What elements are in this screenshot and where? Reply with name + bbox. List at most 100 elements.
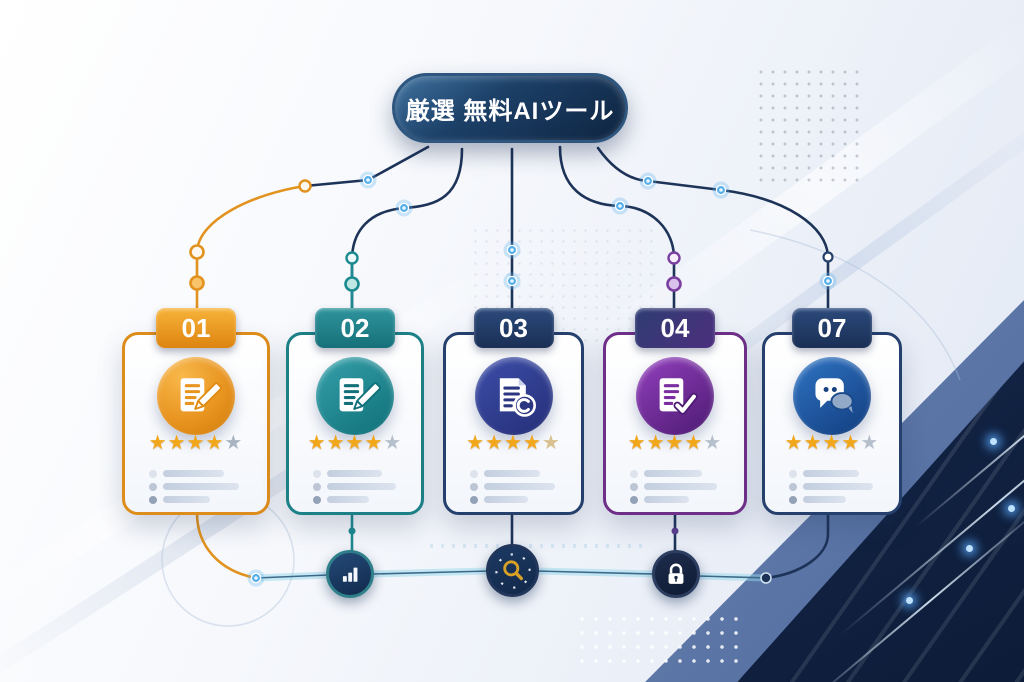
- bar-chart-icon: [326, 550, 374, 598]
- card-number: 02: [340, 312, 370, 343]
- card-number: 01: [181, 312, 211, 343]
- document-pencil-icon: [316, 357, 394, 435]
- glow-wire-core: [371, 570, 491, 575]
- glow-dot: [906, 597, 913, 604]
- star-icon: ★: [504, 432, 523, 454]
- feature-placeholder-lines: [149, 469, 247, 504]
- title-pill: 厳選 無料AIツール: [392, 73, 628, 143]
- card-number-badge: 04: [635, 308, 715, 348]
- star-rating: ★★★★★: [289, 433, 421, 454]
- feature-line: [789, 495, 879, 504]
- feature-line: [470, 495, 561, 504]
- star-icon: ★: [803, 432, 823, 454]
- feature-line: [630, 482, 724, 491]
- star-icon: ★: [364, 432, 384, 454]
- light-beam: [914, 333, 1024, 529]
- tool-card-2: 02 ★★★★★: [286, 308, 424, 515]
- wire-card1-top: [303, 145, 430, 188]
- chat-bubbles-icon: [793, 357, 871, 435]
- white-dot-pattern: [575, 612, 745, 664]
- star-icon: ★: [466, 432, 486, 454]
- document-check-icon: [636, 357, 714, 435]
- glow-wire: [532, 567, 658, 578]
- wire-card7-bottom: [764, 511, 830, 580]
- star-icon: ★: [841, 432, 861, 454]
- feature-placeholder-lines: [789, 469, 879, 504]
- glow-wire-core: [697, 575, 769, 579]
- feature-placeholder-lines: [470, 469, 561, 504]
- star-icon: ★: [345, 432, 365, 454]
- glow-node-icon: [639, 172, 657, 190]
- infographic-title: 厳選 無料AIツール: [405, 97, 615, 125]
- wire-card2-top: [350, 147, 464, 324]
- card-number: 04: [660, 312, 690, 343]
- star-rating: ★★★★★: [765, 433, 899, 454]
- tool-card-4: 04 ★★★★★: [603, 308, 747, 515]
- tool-card-1: 01 ★★★★★: [122, 308, 270, 515]
- star-icon: ★: [665, 432, 685, 454]
- feature-line: [630, 495, 724, 504]
- light-beam: [806, 497, 1024, 682]
- wire-card4-top: [558, 145, 676, 324]
- glow-node-icon: [611, 197, 629, 215]
- star-icon: ★: [167, 432, 187, 454]
- star-icon: ★: [485, 432, 505, 454]
- glow-node-icon: [712, 181, 730, 199]
- lock-icon: [652, 550, 700, 598]
- glow-wire-core: [255, 574, 329, 579]
- glow-node-icon: [395, 199, 413, 217]
- card-number-badge: 02: [315, 308, 395, 348]
- star-icon: ★: [148, 432, 168, 454]
- star-icon: ★: [860, 432, 880, 454]
- star-rating: ★★★★★: [125, 433, 267, 454]
- feature-line: [630, 469, 724, 478]
- feature-line: [470, 469, 561, 478]
- tool-card-7: 07 ★★★★★: [762, 308, 902, 515]
- wire-card1-orange: [195, 184, 307, 324]
- star-rating: ★★★★★: [606, 433, 744, 454]
- star-icon: ★: [646, 432, 666, 454]
- card-number-badge: 01: [156, 308, 236, 348]
- feature-line: [789, 469, 879, 478]
- glow-wire-core: [535, 570, 655, 575]
- star-icon: ★: [822, 432, 842, 454]
- glow-wire: [694, 572, 772, 582]
- glow-node-icon: [247, 569, 265, 587]
- star-icon: ★: [522, 432, 542, 454]
- feature-line: [149, 482, 247, 491]
- star-rating: ★★★★★: [446, 433, 581, 454]
- feature-line: [149, 469, 247, 478]
- glow-node-icon: [359, 171, 377, 189]
- star-icon: ★: [224, 432, 244, 454]
- feature-line: [149, 495, 247, 504]
- star-icon: ★: [186, 432, 206, 454]
- feature-placeholder-lines: [630, 469, 724, 504]
- card-number-badge: 07: [792, 308, 872, 348]
- star-icon: ★: [326, 432, 346, 454]
- dot-grid-pattern: [755, 66, 861, 188]
- document-copyright-icon: [474, 357, 553, 435]
- glow-wire: [368, 567, 494, 578]
- feature-line: [313, 495, 401, 504]
- star-icon: ★: [703, 432, 723, 454]
- glow-wire: [252, 571, 332, 582]
- star-icon: ★: [784, 432, 804, 454]
- card-number: 07: [817, 312, 847, 343]
- star-icon: ★: [627, 432, 647, 454]
- glow-node-icon: [819, 272, 837, 290]
- document-pencil-icon: [157, 357, 235, 435]
- glow-dot: [990, 438, 997, 445]
- star-icon: ★: [383, 432, 403, 454]
- card-number: 03: [499, 312, 528, 343]
- feature-placeholder-lines: [313, 469, 401, 504]
- feature-line: [789, 482, 879, 491]
- glow-dot: [1008, 505, 1015, 512]
- search-icon: [486, 544, 539, 597]
- glow-dot: [966, 545, 973, 552]
- glow-node-icon: [503, 272, 521, 290]
- star-icon: ★: [684, 432, 704, 454]
- wire-card1-bottom: [195, 511, 258, 580]
- star-icon: ★: [205, 432, 225, 454]
- feature-line: [313, 469, 401, 478]
